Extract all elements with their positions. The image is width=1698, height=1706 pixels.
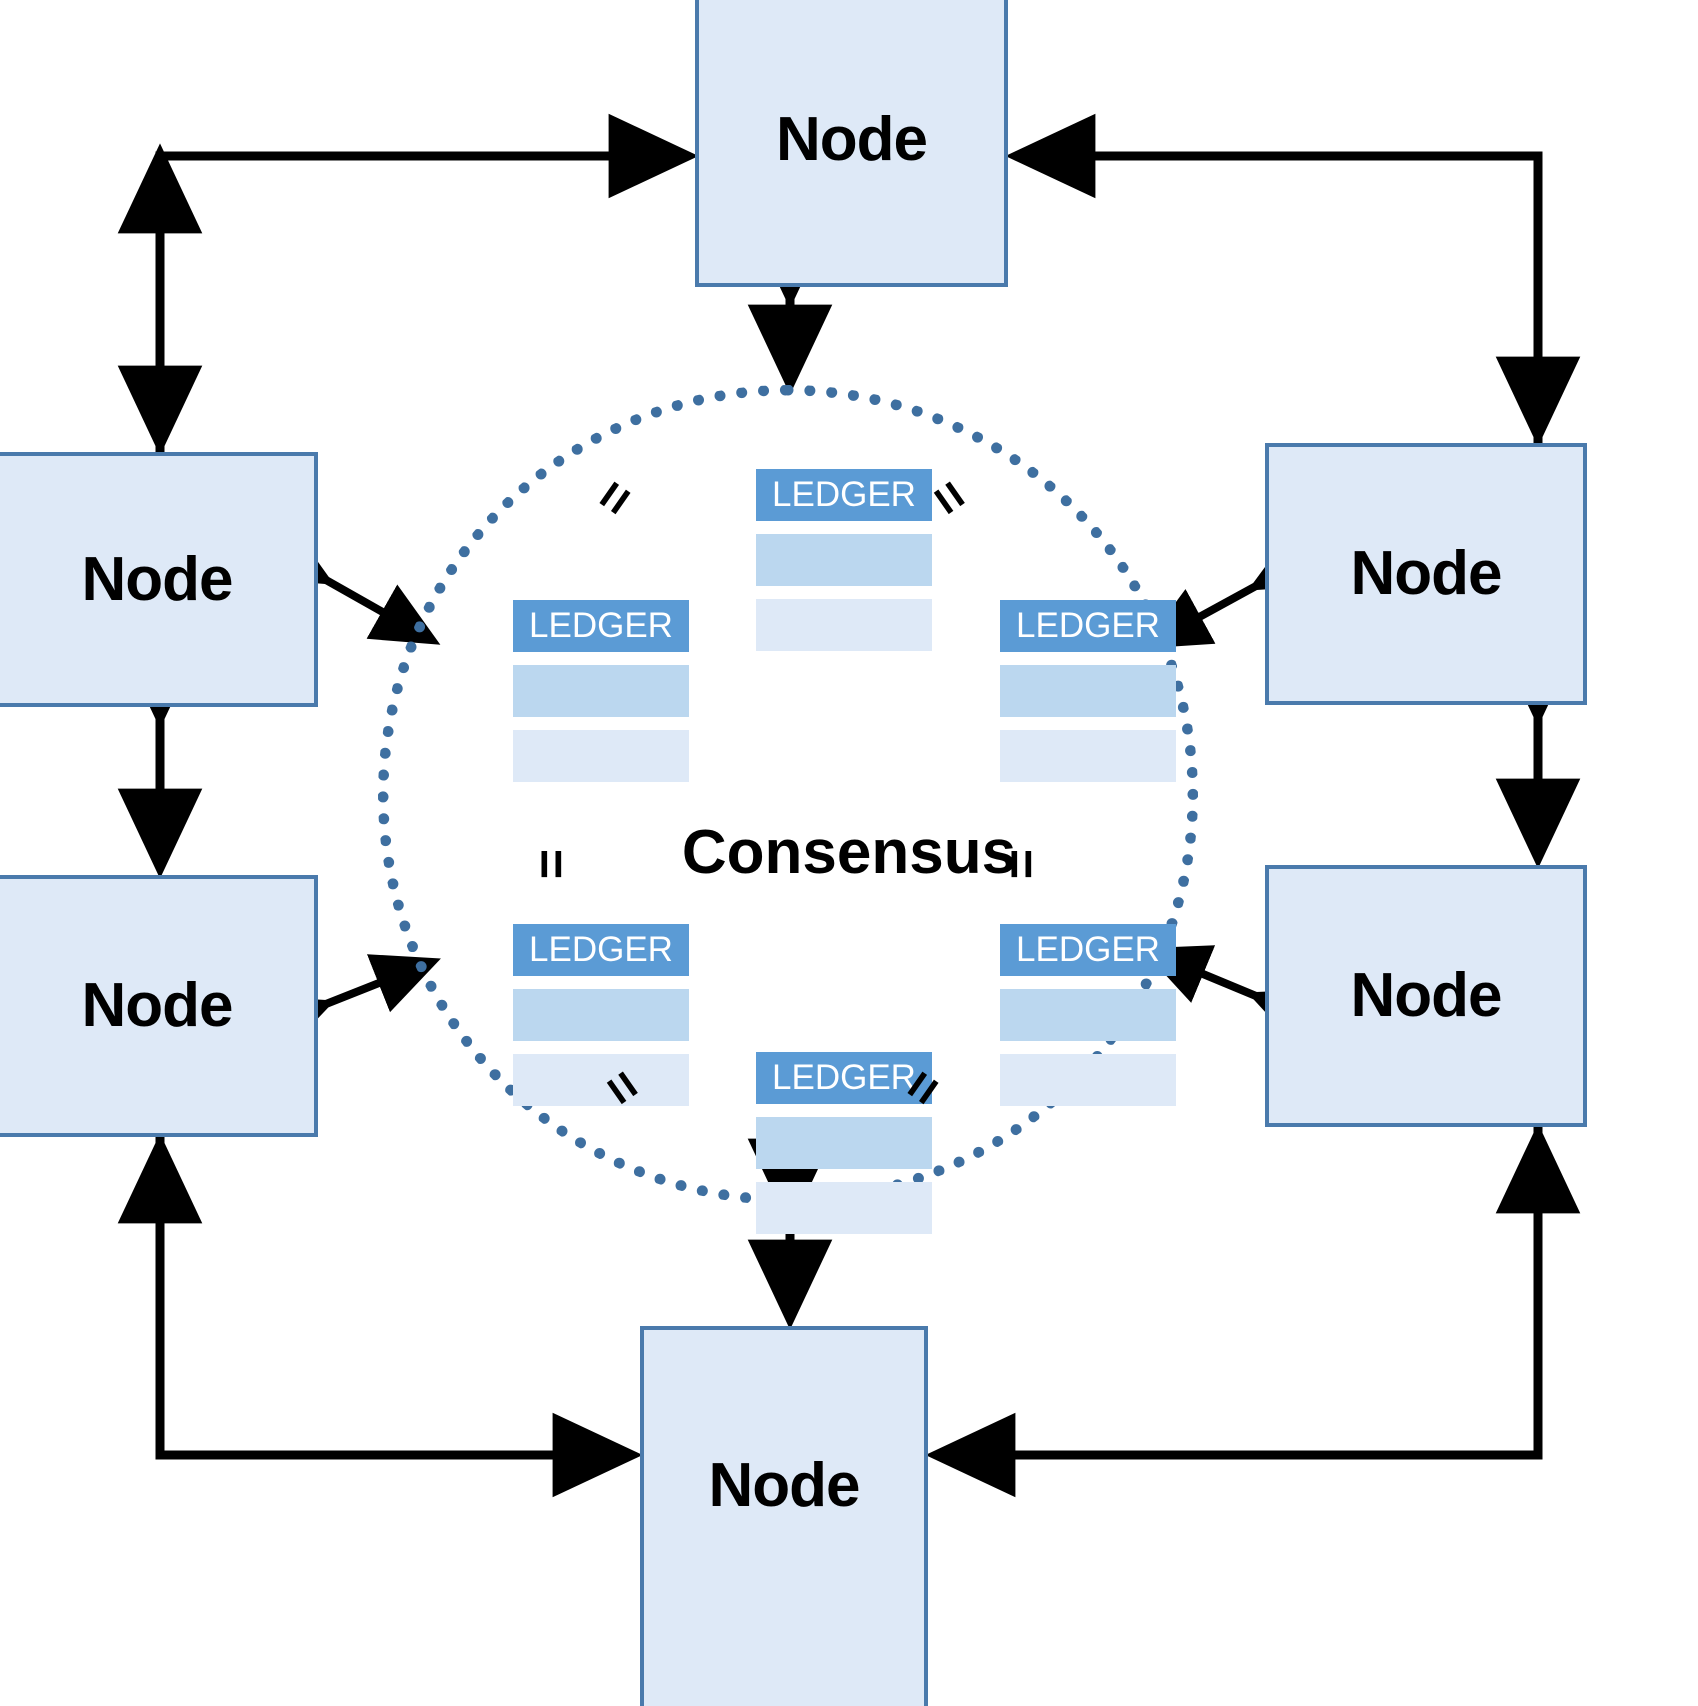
node-box-left-upper[interactable]: Node [0, 452, 318, 707]
ledger-header: LEDGER [756, 1052, 932, 1104]
node-label: Node [1350, 539, 1503, 608]
node-box-bottom[interactable]: Node [640, 1326, 928, 1706]
ledger-card-left-lower[interactable]: LEDGER [513, 924, 689, 1106]
node-label: Node [81, 971, 234, 1040]
ledger-card-right-lower[interactable]: LEDGER [1000, 924, 1176, 1106]
ledger-row [513, 665, 689, 717]
ledger-header: LEDGER [756, 469, 932, 521]
ledger-header: LEDGER [513, 600, 689, 652]
ledger-header: LEDGER [513, 924, 689, 976]
ledger-row [756, 1182, 932, 1234]
node-label: Node [1350, 961, 1503, 1030]
node-label: Node [81, 544, 234, 614]
node-box-top[interactable]: Node [695, 0, 1008, 287]
ledger-row [756, 1117, 932, 1169]
ledger-card-bottom[interactable]: LEDGER [756, 1052, 932, 1234]
ledger-card-left-upper[interactable]: LEDGER [513, 600, 689, 782]
ledger-row [1000, 665, 1176, 717]
ledger-card-top[interactable]: LEDGER [756, 469, 932, 651]
ledger-header: LEDGER [1000, 600, 1176, 652]
ledger-row [756, 534, 932, 586]
node-label: Node [708, 1451, 861, 1520]
ledger-row [1000, 730, 1176, 782]
ledger-row [1000, 1054, 1176, 1106]
node-box-right-upper[interactable]: Node [1265, 443, 1587, 705]
node-box-right-lower[interactable]: Node [1265, 865, 1587, 1127]
ledger-row [513, 1054, 689, 1106]
ledger-header: LEDGER [1000, 924, 1176, 976]
node-box-left-lower[interactable]: Node [0, 875, 318, 1137]
consensus-label: Consensus [681, 818, 1017, 887]
ledger-row [1000, 989, 1176, 1041]
ledger-row [513, 730, 689, 782]
ledger-row [756, 599, 932, 651]
ledger-card-right-upper[interactable]: LEDGER [1000, 600, 1176, 782]
node-label: Node [776, 104, 928, 174]
ledger-row [513, 989, 689, 1041]
